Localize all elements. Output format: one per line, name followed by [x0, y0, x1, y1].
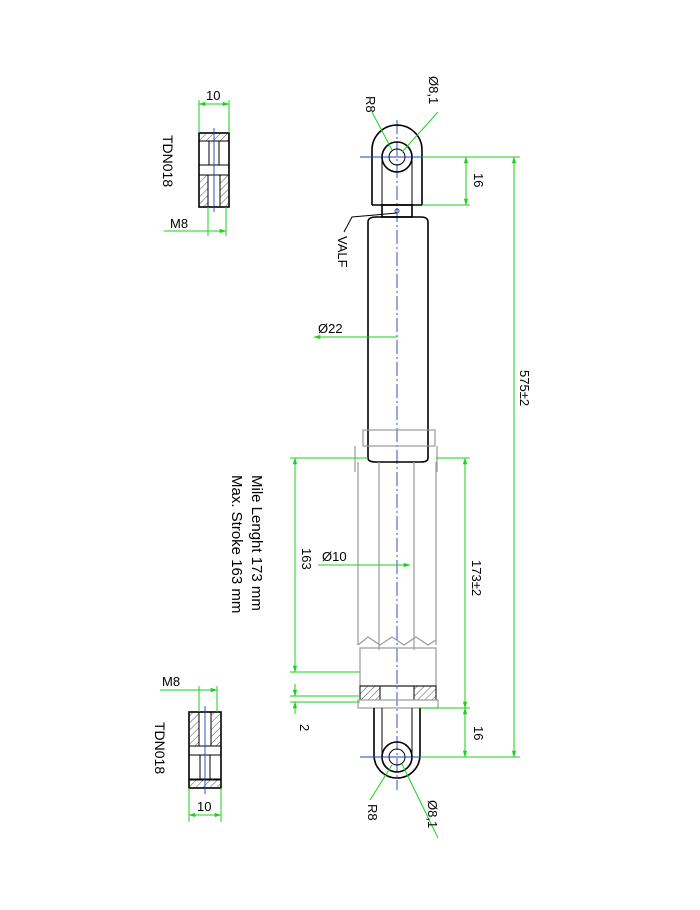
valve-label: VALF	[335, 236, 350, 268]
top-detail-insert	[198, 128, 230, 212]
bottom-eye	[360, 708, 439, 839]
bottom-detail-insert	[188, 706, 222, 794]
lower-housing	[357, 647, 439, 709]
rod-diameter-label: Ø10	[322, 549, 347, 564]
max-stroke-label: 163	[299, 548, 314, 570]
main-body	[367, 216, 429, 463]
bottom-eye-length-label: 16	[471, 726, 486, 740]
bottom-detail-part-label: TDN018	[152, 722, 168, 774]
dust-cover-collar	[362, 429, 436, 447]
top-detail-part-label: TDN018	[160, 135, 176, 187]
top-detail-width-label: 10	[206, 88, 220, 103]
note-line-1: Mile Lenght 173 mm	[248, 475, 265, 611]
stroke-length-label: 173±2	[469, 560, 484, 596]
bottom-detail-thread-label: M8	[162, 674, 180, 689]
top-eye-length-label: 16	[471, 173, 486, 187]
body-diameter-label: Ø22	[318, 321, 343, 336]
gap-label: 2	[297, 724, 312, 731]
top-detail-thread-label: M8	[170, 216, 188, 231]
top-eye-diameter-label: Ø8,1	[426, 76, 441, 104]
bottom-eye-radius-label: R8	[365, 804, 380, 821]
top-eye-radius-label: R8	[363, 96, 378, 113]
bottom-detail-width-label: 10	[197, 799, 211, 814]
top-eye	[360, 111, 439, 206]
bottom-eye-diameter-label: Ø8,1	[425, 800, 440, 828]
rod-section	[357, 462, 437, 650]
total-length-label: 575±2	[517, 370, 532, 406]
note-line-2: Max. Stroke 163 mm	[228, 475, 245, 613]
